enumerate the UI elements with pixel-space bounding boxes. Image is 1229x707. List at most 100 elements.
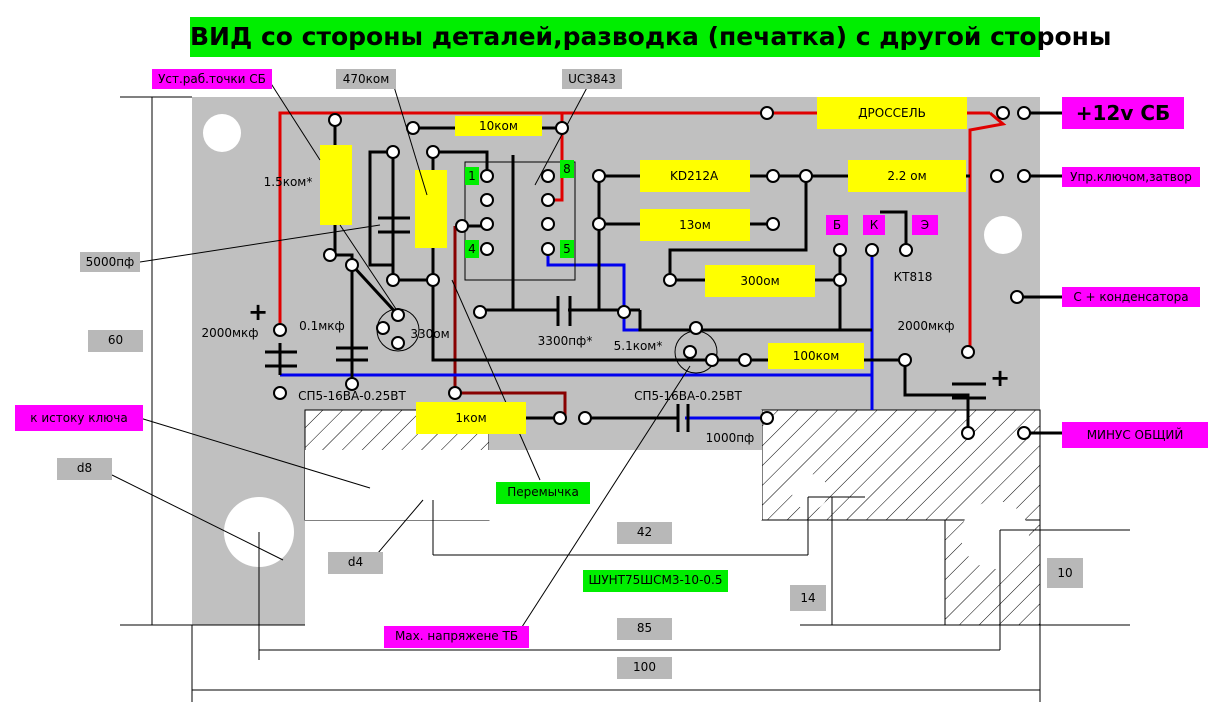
r5-1k-label: 5.1ком* [613,339,663,353]
mount-hole-d4 [415,471,451,507]
pad [1017,169,1031,183]
pad [480,169,494,183]
pad [541,193,555,207]
mount-hole-tl [203,114,241,152]
ic-pin4-label: 4 [465,240,479,258]
c2000-left-label: 2000мкф [201,326,259,340]
plus12-label: +12v СБ [1062,97,1184,129]
ic-pin1-label: 1 [465,167,479,185]
pad [1010,290,1024,304]
pad [578,411,592,425]
pad [738,353,752,367]
dim-d8: d8 [57,458,112,480]
r470k-label: 470ком [336,69,396,89]
pad [689,321,703,335]
pad [766,169,780,183]
r2-2-body: 2.2 ом [848,160,966,192]
pad [766,217,780,231]
pad [426,145,440,159]
pad [455,219,469,233]
pad [386,145,400,159]
pad [617,305,631,319]
pad [592,169,606,183]
c1000-label: 1000пф [705,431,755,445]
pad [683,345,697,359]
dim-60: 60 [88,330,143,352]
pad [555,121,569,135]
pad [833,273,847,287]
shunt-label: ШУНТ75ШСМ3-10-0.5 [583,570,728,592]
pin-k-label: К [863,215,885,235]
pad [273,323,287,337]
pad [473,305,487,319]
dim-10: 10 [1047,558,1083,588]
sp5-right-label: СП5-16ВА-0.25ВТ [634,389,742,403]
mount-hole-tr [984,216,1022,254]
ic-pin8-label: 8 [560,160,574,178]
diagram-title: ВИД со стороны деталей,разводка (печатка… [190,17,1112,57]
pad [273,386,287,400]
pad [760,106,774,120]
minus-label: МИНУС ОБЩИЙ [1062,422,1208,448]
resistor-470k [415,170,447,248]
c3300-label: 3300пф* [537,334,593,348]
pad [376,321,390,335]
peremychka-label: Перемычка [496,482,590,504]
c0-1-label: 0.1мкф [299,319,345,333]
pad [386,273,400,287]
r1k-body: 1ком [416,402,526,434]
pad [833,243,847,257]
pad [345,258,359,272]
pad [391,308,405,322]
pad [592,217,606,231]
pad [760,411,774,425]
ic-pin5-label: 5 [560,240,574,258]
components [320,145,447,248]
pad [541,169,555,183]
pad [865,243,879,257]
r300-body: 300ом [705,265,815,297]
resistor-1-5k [320,145,352,225]
plus-sign-left: + [248,298,269,326]
leader-lines [111,79,1130,702]
pad [961,345,975,359]
r330-label: 330ом [410,327,450,341]
pad [898,353,912,367]
dim-d4: d4 [328,552,383,574]
dim-100: 100 [617,657,672,679]
mount-hole-mid [792,474,828,510]
capacitors [265,216,986,432]
dim-42: 42 [617,522,672,544]
pad [663,273,677,287]
upr-klyuch-label: Упр.ключом,затвор [1062,167,1200,187]
c-plus-label: С + конденсатора [1062,287,1200,307]
pad [328,113,342,127]
pad [799,169,813,183]
uc3843-label: UC3843 [562,69,622,89]
pad [705,353,719,367]
max-napr-label: Мах. напряжене ТБ [384,626,529,648]
mount-hole-br [961,501,1029,569]
pad [541,242,555,256]
pad [406,121,420,135]
c5000-label: 5000пф [80,252,140,272]
dim-14: 14 [790,585,826,611]
pad [391,336,405,350]
sp5-left-label: СП5-16ВА-0.25ВТ [298,389,406,403]
plus-sign-right: + [990,364,1011,392]
pad [426,273,440,287]
dim-85: 85 [617,618,672,640]
pad [541,217,555,231]
pad [480,242,494,256]
r1-5k-label: 1.5ком* [263,175,313,189]
pad [480,193,494,207]
pin-b-label: Б [826,215,848,235]
pad [1017,426,1031,440]
pad [553,411,567,425]
pad [996,106,1010,120]
r100k-body: 100ком [768,343,864,369]
k-istoku-label: к истоку ключа [15,405,143,431]
pad [1017,106,1031,120]
c2000-right-label: 2000мкф [897,319,955,333]
